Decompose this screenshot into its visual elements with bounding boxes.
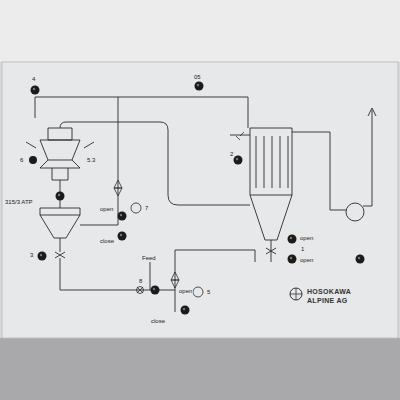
control-knobs (29, 82, 365, 315)
callout-label: 1 (300, 246, 305, 253)
callout-label: 4 (31, 76, 36, 83)
panel (2, 62, 398, 338)
callout-label: 3 (29, 252, 34, 259)
callout-label: 7 (144, 205, 149, 212)
callout-label: open (299, 257, 314, 264)
callout-label: 6 (19, 157, 24, 164)
callout-label: open (178, 288, 193, 295)
callout-label: open (299, 235, 314, 242)
callout-label: 05 (193, 74, 202, 81)
callout-label: open (99, 206, 114, 213)
company-emblem (290, 288, 302, 300)
knob-highlights (33, 84, 360, 310)
callout-label: 5 (206, 289, 211, 296)
callout-label: 315/3 ATP (4, 199, 34, 206)
wall (0, 0, 400, 62)
pipework (26, 97, 376, 312)
callout-label: 8 (138, 278, 143, 285)
company-name: HOSOKAWA (306, 288, 352, 296)
callout-label: 5.3 (86, 157, 96, 164)
callout-label: Feed (141, 255, 157, 262)
callout-label: close (99, 238, 115, 245)
instruments (114, 132, 244, 297)
wall (0, 338, 400, 400)
callout-label: 2 (229, 151, 234, 158)
company-name: ALPINE AG (306, 297, 349, 305)
callout-label: close (150, 318, 166, 325)
